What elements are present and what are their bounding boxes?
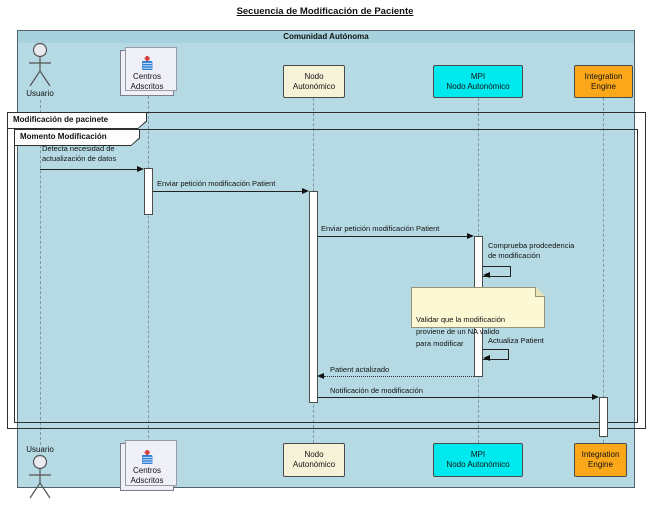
arrowhead-left-icon xyxy=(483,355,490,361)
actor-usuario-top xyxy=(25,42,55,93)
message-enviar2-line xyxy=(318,236,468,237)
participant-nodo-top: Nodo Autonómico xyxy=(283,65,345,98)
participant-mpi-top-label: MPI Nodo Autonómico xyxy=(446,71,510,91)
hospital-building-icon xyxy=(142,55,153,70)
lifeline-engine xyxy=(603,98,604,443)
frame-momento-label-tab: Momento Modificación xyxy=(14,129,140,146)
message-actalizado-label: Patient actalizado xyxy=(330,365,390,374)
hospital-building-icon xyxy=(142,449,153,464)
frame-comunidad-label: Comunidad Autónoma xyxy=(18,31,634,43)
actor-usuario-bottom xyxy=(25,454,55,505)
participant-nodo-bottom: Nodo Autonómico xyxy=(283,443,345,477)
participant-engine-bottom-label: Integration Engine xyxy=(581,450,620,469)
activation-bar-nodo xyxy=(309,191,318,403)
self-message-loop xyxy=(483,349,509,360)
arrowhead-left-icon xyxy=(317,373,324,379)
participant-nodo-bottom-label: Nodo Autonómico xyxy=(292,450,336,469)
message-enviar2-label: Enviar petición modificación Patient xyxy=(321,224,440,233)
frame-momento-modificacion xyxy=(14,129,638,423)
actor-usuario-bottom-label: Usuario xyxy=(26,445,54,454)
participant-nodo-top-label: Nodo Autonómico xyxy=(292,71,336,91)
page-title: Secuencia de Modificación de Paciente xyxy=(236,6,414,17)
arrowhead-left-icon xyxy=(483,272,490,278)
arrowhead-right-icon xyxy=(592,394,599,400)
message-comprueba-label: Comprueba prodcedencia de modificación xyxy=(488,241,575,260)
message-enviar1-label: Enviar petición modificación Patient xyxy=(157,179,276,188)
participant-mpi-top: MPI Nodo Autonómico xyxy=(433,65,523,98)
participant-centros-top-label: Centros Adscritos xyxy=(130,71,164,91)
message-actualiza-label: Actualiza Patient xyxy=(488,336,544,345)
note-validar: Validar que la modificación proviene de … xyxy=(411,287,545,348)
actor-figure-icon xyxy=(29,454,51,499)
note-fold-corner-icon xyxy=(535,287,545,297)
message-detecta-line xyxy=(40,169,138,170)
participant-centros-bottom: Centros Adscritos xyxy=(120,440,177,491)
activation-bar-engine xyxy=(599,397,608,437)
message-notificacion-line xyxy=(318,397,592,398)
frame-comunidad-autonoma: Comunidad Autónoma xyxy=(17,30,635,488)
actor-figure-icon xyxy=(29,42,51,87)
lifeline-centros xyxy=(148,96,149,443)
participant-centros-top: Centros Adscritos xyxy=(120,47,177,96)
frame-pacinete-label: Modificación de pacinete xyxy=(13,115,109,124)
participant-centros-bottom-label: Centros Adscritos xyxy=(130,465,164,485)
participant-engine-top: Integration Engine xyxy=(574,65,633,98)
message-actalizado-line xyxy=(324,376,474,377)
self-message-loop xyxy=(483,266,511,277)
message-notificacion-label: Notificación de modificación xyxy=(330,386,423,395)
arrowhead-right-icon xyxy=(137,166,144,172)
actor-usuario-top-label: Usuario xyxy=(26,89,54,98)
activation-bar-centros xyxy=(144,168,153,215)
note-text: Validar que la modificación proviene de … xyxy=(416,315,506,348)
frame-momento-label: Momento Modificación xyxy=(20,132,107,141)
lifeline-usuario xyxy=(40,100,41,445)
arrowhead-right-icon xyxy=(467,233,474,239)
message-enviar1-line xyxy=(153,191,303,192)
frame-modificacion-paciente xyxy=(7,112,646,429)
participant-mpi-bottom: MPI Nodo Autonómico xyxy=(433,443,523,477)
participant-engine-top-label: Integration Engine xyxy=(584,71,623,91)
participant-engine-bottom: Integration Engine xyxy=(574,443,627,477)
participant-mpi-bottom-label: MPI Nodo Autonómico xyxy=(446,450,510,469)
frame-pacinete-label-tab: Modificación de pacinete xyxy=(7,112,147,129)
message-detecta-label: Detecta necesidad de actualización de da… xyxy=(42,144,117,163)
arrowhead-right-icon xyxy=(302,188,309,194)
